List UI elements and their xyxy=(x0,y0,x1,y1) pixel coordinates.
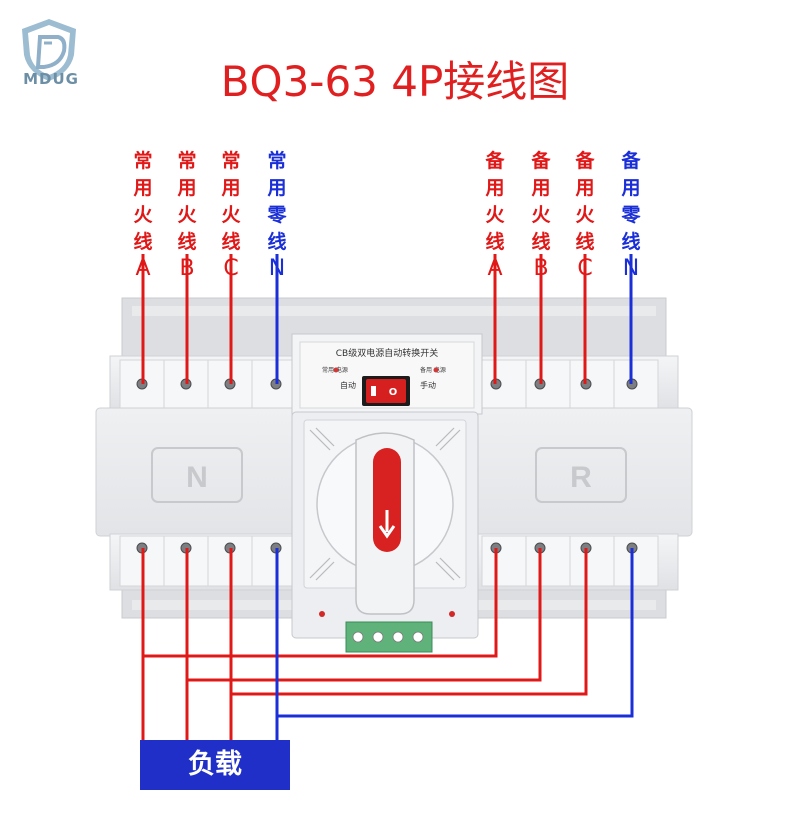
page-title: BQ3-63 4P接线图 xyxy=(220,57,570,106)
auto-manual-rocker-switch xyxy=(366,379,406,403)
control-module: CB级双电源自动转换开关 常用 电源 备用 电源 自动 手动 O xyxy=(291,333,483,415)
switch-off-mark: O xyxy=(389,387,398,398)
indicator-led-left xyxy=(319,611,325,617)
main-power-led xyxy=(333,367,339,373)
brand-shield-icon xyxy=(22,19,76,81)
panel-title: CB级双电源自动转换开关 xyxy=(336,347,438,359)
side-label-r: R xyxy=(570,461,592,494)
arrow-down-icon xyxy=(378,525,396,539)
manual-label: 手动 xyxy=(420,380,436,390)
side-label-n: N xyxy=(186,461,208,494)
backup-power-led xyxy=(433,367,439,373)
input-wires xyxy=(141,254,633,384)
indicator-led-right xyxy=(449,611,455,617)
output-wires xyxy=(141,548,634,740)
load-box: 负载 xyxy=(140,740,290,790)
backup-power-indicator-label: 备用 电源 xyxy=(420,366,446,374)
auto-label: 自动 xyxy=(340,380,356,390)
handle-housing xyxy=(291,411,479,653)
brand-name: MDUG xyxy=(23,70,79,88)
